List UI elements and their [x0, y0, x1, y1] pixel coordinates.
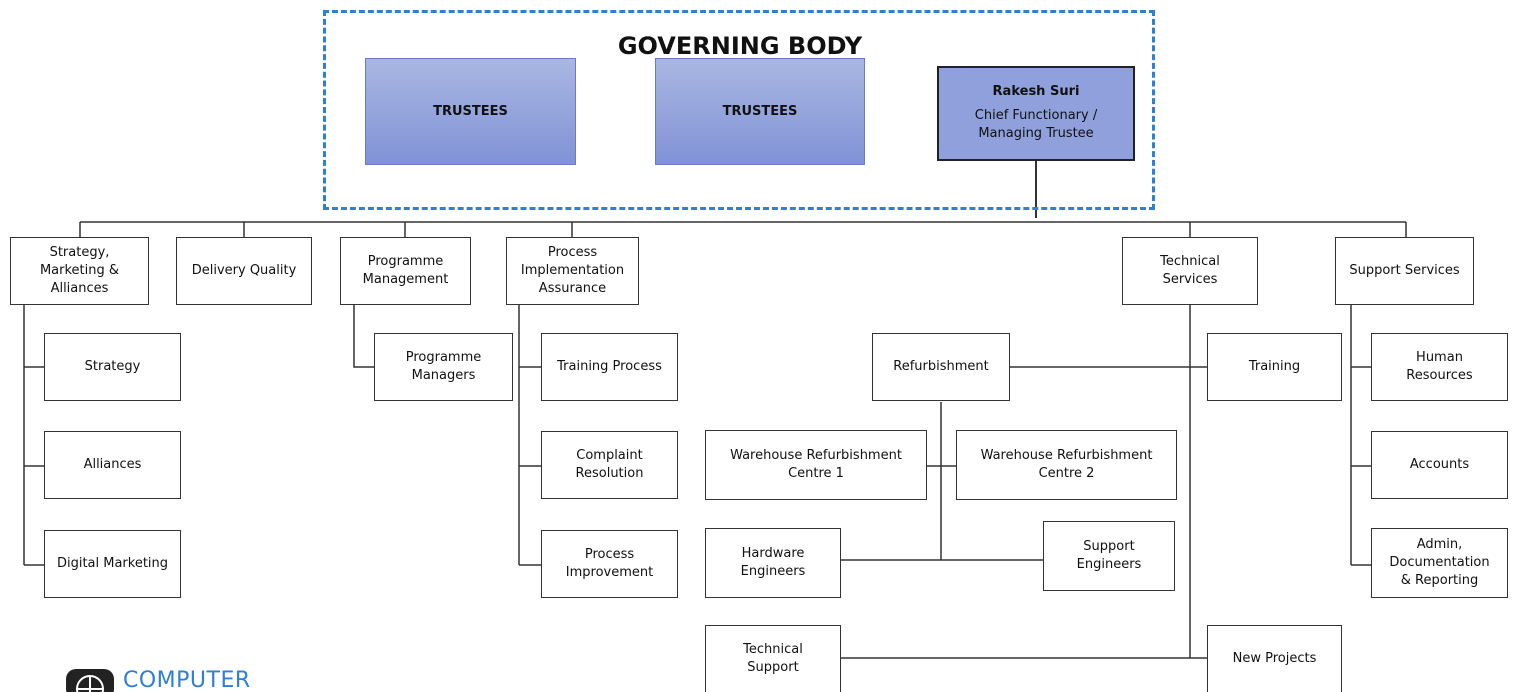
unit-human-resources: Human Resources [1371, 333, 1508, 401]
chief-role: Chief Functionary / Managing Trustee [974, 108, 1098, 141]
unit-training: Training [1207, 333, 1342, 401]
unit-accounts: Accounts [1371, 431, 1508, 499]
governing-body-title: GOVERNING BODY [617, 32, 863, 60]
unit-support-engineers: Support Engineers [1043, 521, 1175, 591]
unit-hardware-engineers: Hardware Engineers [705, 528, 841, 598]
unit-new-projects: New Projects [1207, 625, 1342, 692]
dept-process-assurance: Process Implementation Assurance [506, 237, 639, 305]
unit-warehouse-centre-1: Warehouse Refurbishment Centre 1 [705, 430, 927, 500]
unit-digital-marketing: Digital Marketing [44, 530, 181, 598]
logo-text: COMPUTER [123, 668, 251, 692]
unit-process-improvement: Process Improvement [541, 530, 678, 598]
chief-functionary-box: Rakesh Suri Chief Functionary / Managing… [937, 66, 1135, 161]
unit-technical-support: Technical Support [705, 625, 841, 692]
trustees-box-2: TRUSTEES [655, 58, 865, 165]
unit-strategy: Strategy [44, 333, 181, 401]
dept-technical-services: Technical Services [1122, 237, 1258, 305]
dept-programme-management: Programme Management [340, 237, 471, 305]
dept-support-services: Support Services [1335, 237, 1474, 305]
dept-strategy-marketing: Strategy, Marketing & Alliances [10, 237, 149, 305]
unit-programme-managers: Programme Managers [374, 333, 513, 401]
computer-logo-icon [66, 669, 114, 692]
unit-complaint-resolution: Complaint Resolution [541, 431, 678, 499]
unit-alliances: Alliances [44, 431, 181, 499]
unit-warehouse-centre-2: Warehouse Refurbishment Centre 2 [956, 430, 1177, 500]
unit-training-process: Training Process [541, 333, 678, 401]
chief-name: Rakesh Suri [992, 84, 1080, 99]
governing-body-frame [323, 10, 1155, 210]
unit-refurbishment: Refurbishment [872, 333, 1010, 401]
trustees-box-1: TRUSTEES [365, 58, 576, 165]
unit-admin-documentation: Admin, Documentation & Reporting [1371, 528, 1508, 598]
dept-delivery-quality: Delivery Quality [176, 237, 312, 305]
programme-spine [353, 305, 374, 368]
